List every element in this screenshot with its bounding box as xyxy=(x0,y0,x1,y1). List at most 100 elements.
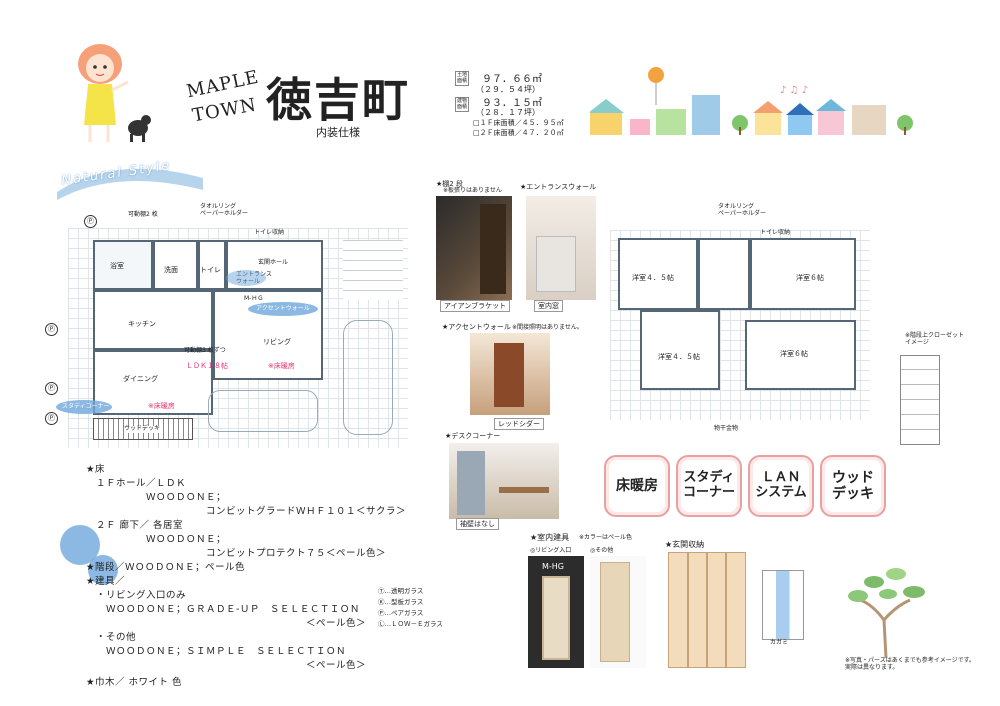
shelf-photo xyxy=(436,196,512,300)
living-door-image: M-HG xyxy=(528,556,584,668)
window-mark: Ⓟ xyxy=(84,215,97,228)
storage-mirror-image xyxy=(762,570,804,640)
iron-bracket-caption: アイアンブラケット xyxy=(440,300,511,312)
spec-f2-line1: ２Ｆ 廊下／ 各居室 xyxy=(86,520,184,531)
tree-illustration xyxy=(838,560,934,660)
spec-f2-line2: ＷＯＯＤＯＮＥ； xyxy=(86,534,227,545)
wash-room xyxy=(153,240,198,290)
spec-simple: ＷＯＯＤＯＮＥ；ＳＩＭＰＬＥ ＳＥＬＥＣＴＩＯＮ xyxy=(86,646,347,657)
parking-car-1 xyxy=(208,390,318,432)
spec-simple-color: ＜ペール色＞ xyxy=(86,660,367,671)
land-label: 土地 面積 xyxy=(455,71,470,86)
spec-f2-line3: コンビットプロテクト７５＜ペール色＞ xyxy=(86,548,387,559)
hall-label: 玄関ホール xyxy=(258,259,289,266)
spec-stairs: ★階段／ＷＯＯＤＯＮＥ；ペール色 xyxy=(86,562,246,573)
room-4-label: 洋室６帖 xyxy=(780,350,808,358)
door-model-label: M-HG xyxy=(542,562,565,571)
drying-label: 物干金物 xyxy=(714,425,739,432)
svg-text:♪ ♫ ♪: ♪ ♫ ♪ xyxy=(780,85,808,96)
deck-label: ウッドデッキ xyxy=(124,425,161,433)
kitchen-label: キッチン xyxy=(128,320,156,328)
spec-f1-line1: １Ｆホール／ＬＤＫ xyxy=(86,478,187,489)
dining-room xyxy=(93,350,213,415)
legend-lowe: Ⓛ…ＬＯＷ－Ｅガラス xyxy=(378,620,443,628)
spec-fittings: ★建具／ xyxy=(86,576,126,587)
movable-shelf-label: 可動棚3 枚ずつ xyxy=(184,347,226,354)
legend-pair: Ⓟ…ペアガラス xyxy=(378,609,424,617)
spec-other: ・その他 xyxy=(86,632,137,643)
room-1-label: 洋室４．５帖 xyxy=(632,274,674,282)
room-1 xyxy=(618,238,698,310)
dining-label: ダイニング xyxy=(123,375,158,383)
accent-wall-highlight xyxy=(248,302,318,316)
stair-area xyxy=(698,238,750,310)
room-3 xyxy=(640,310,720,390)
floor1-area: □１Ｆ床面積／４５．９５㎡ xyxy=(473,119,564,127)
land-area: ９７．６６㎡ xyxy=(482,74,542,85)
page-subtitle: 内装仕様 xyxy=(316,126,360,139)
desk-photo-title: ★デスクコーナー xyxy=(445,432,501,440)
window-mark: Ⓟ xyxy=(45,412,58,425)
building-label: 建物 面積 xyxy=(455,97,470,112)
spec-f1-line3: コンビットグラードＷＨＦ１０１＜サクラ＞ xyxy=(86,506,407,517)
spec-grade-up: ＷＯＯＤＯＮＥ；ＧＲＡＤＥ-ＵＰ ＳＥＬＥＣＴＩＯＮ xyxy=(86,604,360,615)
doors-other-label: ◎その他 xyxy=(590,547,614,554)
building-area: ９３．１５㎡ xyxy=(482,98,542,109)
floor-plan-2f: 洋室４．５帖 洋室６帖 洋室４．５帖 洋室６帖 タオルリング ペーパーホルダー … xyxy=(610,200,870,440)
study-label: スタディコーナー xyxy=(62,403,110,410)
entrance-wall-highlight xyxy=(226,270,266,286)
doors-title: ★室内建具 xyxy=(530,533,570,542)
badge-lan-system: ＬＡＮ システム xyxy=(748,455,814,517)
spec-baseboard: ★巾木／ ホワイト 色 xyxy=(86,677,183,688)
no-sleeve-wall-caption: 袖壁はなし xyxy=(456,518,499,530)
building-tsubo: （２８．１７坪） xyxy=(476,108,540,117)
toilet-label: トイレ xyxy=(200,266,221,274)
mirror-label: カガミ xyxy=(770,639,789,646)
parking-car-2 xyxy=(343,320,393,435)
shelf-photo-title: ★棚2 段 xyxy=(436,180,463,188)
room-2-label: 洋室６帖 xyxy=(796,274,824,282)
towel-callout: タオルリング ペーパーホルダー xyxy=(200,203,248,217)
kitchen-room xyxy=(93,290,213,350)
toilet-storage-callout: トイレ収納 xyxy=(254,229,285,236)
red-cedar-caption: レッドシダー xyxy=(494,418,544,430)
toilet-room xyxy=(198,240,226,290)
spec-decoration xyxy=(88,555,118,585)
mhg-label: M-ＨＧ xyxy=(244,295,264,302)
towel-callout-2f: タオルリング ペーパーホルダー xyxy=(718,203,766,217)
accent-photo-note: ※間接照明はありません。 xyxy=(512,324,583,331)
window-mark: Ⓟ xyxy=(45,382,58,395)
room-3-label: 洋室４．５帖 xyxy=(658,353,700,361)
spec-floor-title: ★床 xyxy=(86,464,106,475)
window-mark: Ⓟ xyxy=(45,323,58,336)
floor2-area: □２Ｆ床面積／４７．２０㎡ xyxy=(473,129,564,137)
toilet-storage-callout-2f: トイレ収納 xyxy=(760,229,791,236)
approach-stones xyxy=(343,240,403,300)
legend-patterned: Ⓚ…型板ガラス xyxy=(378,598,424,606)
shelf-photo-note: ※板張りはありません xyxy=(443,187,502,194)
room-window-caption: 室内窓 xyxy=(534,300,563,312)
shelf-callout: 可動棚2 枚 xyxy=(128,211,158,218)
bath-label: 浴室 xyxy=(110,262,124,270)
spec-living-only: ・リビング入口のみ xyxy=(86,590,187,601)
closet-illustration xyxy=(900,355,940,445)
storage-cabinet-image xyxy=(668,552,746,668)
entrance-photo-title: ★エントランスウォール xyxy=(520,183,597,191)
doors-note: ※カラーはペール色 xyxy=(579,534,633,541)
entrance-photo xyxy=(526,196,596,300)
floor-plan-1f: 浴室 洗面 トイレ キッチン リビング ダイニング 玄関ホール エントランス ウ… xyxy=(56,200,413,450)
floorheat-label-1: ※床暖房 xyxy=(268,362,295,370)
ldk-label: ＬＤＫ１８帖 xyxy=(186,362,228,370)
spec-f1-line2: ＷＯＯＤＯＮＥ； xyxy=(86,492,227,503)
doors-living-label: ◎リビング入口 xyxy=(530,547,572,554)
town-illustration: ♪ ♫ ♪ xyxy=(588,65,920,145)
closet-image-label: ※階段上クローゼット イメージ xyxy=(905,332,965,346)
accent-photo-title: ★アクセントウォール xyxy=(442,323,511,331)
accent-wall-label: アクセントウォール xyxy=(256,305,310,312)
glass-legend: Ⓣ…透明ガラス Ⓚ…型板ガラス Ⓟ…ペアガラス Ⓛ…ＬＯＷ－Ｅガラス xyxy=(378,586,456,632)
footnote: ※写真・パースはあくまでも参考イメージです。 実際は異なります。 xyxy=(845,657,976,671)
page-title: 徳吉町 xyxy=(266,73,410,127)
wash-label: 洗面 xyxy=(164,266,178,274)
room-2 xyxy=(750,238,856,310)
room-4 xyxy=(745,320,856,390)
